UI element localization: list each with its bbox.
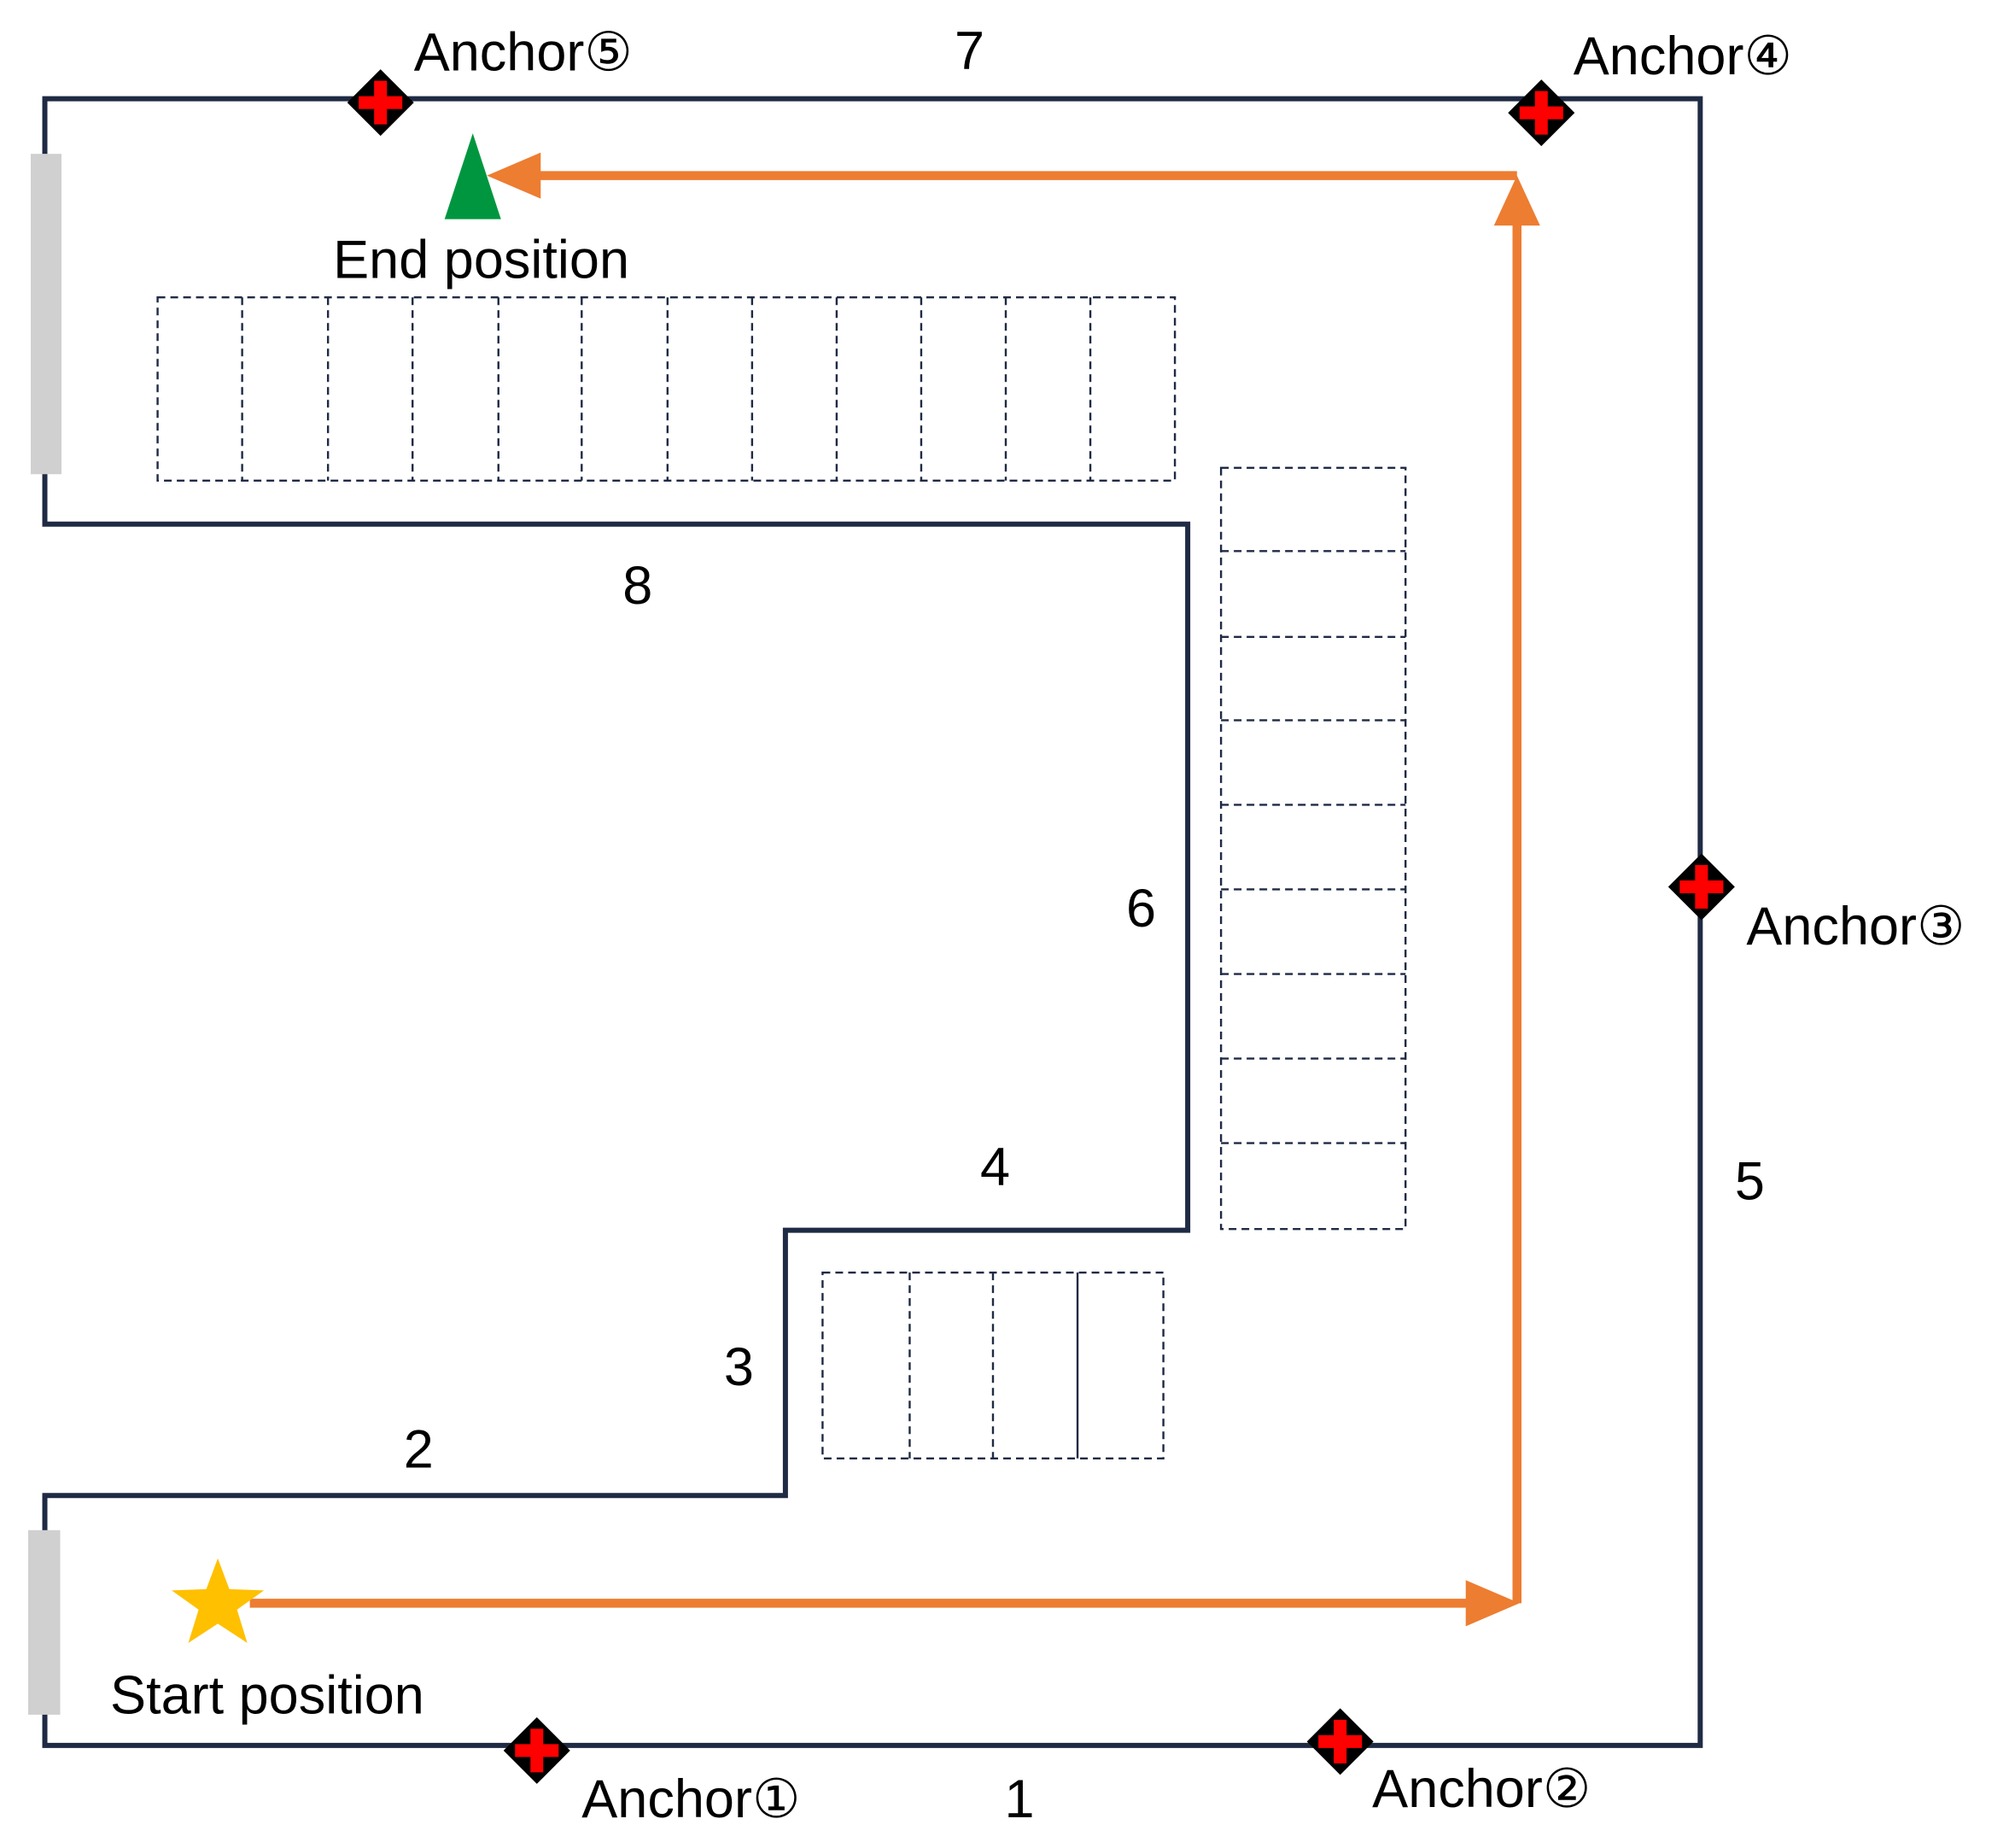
cell-grid-top: [156, 295, 1177, 482]
arrow-up-icon: [1493, 175, 1540, 226]
anchor-5-label: Anchor⑤: [414, 23, 633, 83]
wall-number-4: 4: [980, 1137, 1010, 1197]
wall-number-3: 3: [724, 1337, 754, 1397]
anchor-4-label: Anchor④: [1574, 26, 1792, 86]
star-icon: [172, 1558, 265, 1643]
anchor-3-label: Anchor③: [1746, 897, 1965, 956]
door-upper: [31, 154, 62, 475]
wall-number-8: 8: [622, 556, 652, 616]
anchor-1-label: Anchor①: [581, 1769, 800, 1829]
anchor-marker-icon: [347, 69, 414, 137]
anchor-marker-icon: [1306, 1708, 1374, 1775]
anchor-marker-icon: [1667, 853, 1735, 921]
wall-number-7: 7: [955, 21, 984, 81]
arrow-left-icon: [487, 152, 541, 199]
wall-number-2: 2: [404, 1419, 434, 1479]
anchor-2-label: Anchor②: [1372, 1759, 1591, 1819]
cell-grid-right: [1219, 466, 1407, 1231]
end-position-label: End position: [333, 231, 629, 290]
door-lower: [28, 1529, 61, 1715]
cell-grid-bottom: [821, 1271, 1165, 1459]
arrow-right-icon: [1465, 1580, 1520, 1627]
wall-number-6: 6: [1126, 879, 1156, 939]
start-position-label: Start position: [110, 1665, 424, 1725]
floor-plan-walls: [42, 96, 1703, 1748]
anchor-marker-icon: [503, 1716, 570, 1784]
wall-number-5: 5: [1735, 1152, 1765, 1212]
anchor-marker-icon: [1508, 79, 1575, 147]
route-path: [249, 152, 1540, 1627]
triangle-icon: [444, 133, 501, 219]
wall-number-1: 1: [1005, 1769, 1035, 1829]
